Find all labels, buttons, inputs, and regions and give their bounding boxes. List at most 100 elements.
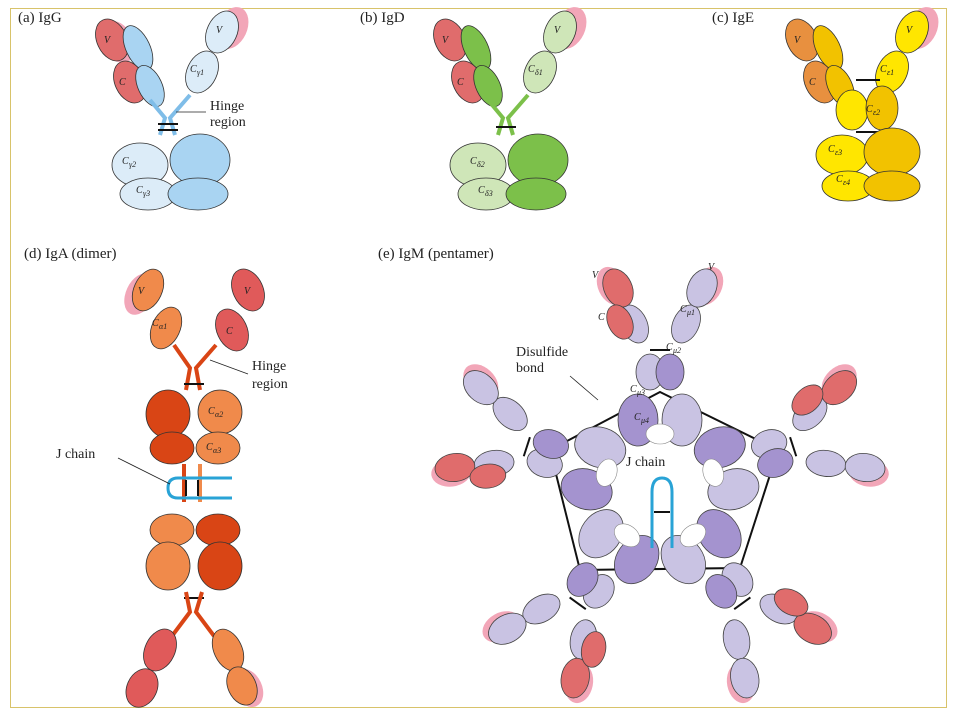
igg-c3-label: C (136, 185, 143, 196)
igm-subunit-5-vl-left (434, 453, 476, 483)
igg-cl-label: C (119, 77, 126, 88)
igm-subunit-5-cmu2-right (532, 429, 569, 459)
igm-subunit-4-cmu3-right (578, 509, 624, 559)
ige-c3-sub: ε3 (835, 148, 842, 157)
igg-panel: (a) IgG V C V C γ1 C γ2 C γ3 Hinge regio… (18, 7, 249, 211)
iga-hinge-label-1: Hinge (252, 359, 286, 374)
igm-subunit-2-cmu1-right (805, 449, 847, 477)
igm-c1-sub: μ1 (686, 308, 695, 317)
iga-bottom-ch3-left (149, 513, 195, 547)
igm-vl-label: V (592, 270, 600, 281)
igm-c2-label: C (666, 342, 673, 353)
iga-c1-sub: α1 (159, 322, 167, 331)
igd-hinge (486, 93, 530, 136)
igm-subunit-4-vl-left (560, 657, 590, 699)
iga-top-ch3-left (149, 431, 195, 465)
ige-c4-sub: ε4 (843, 178, 850, 187)
igm-c3-sub: μ3 (636, 388, 645, 397)
igm-subunit-4-disulfide (569, 596, 587, 610)
igm-cl-label: C (598, 312, 605, 323)
igm-subunit-5-center-gap (595, 458, 618, 487)
iga-jchain-pointer (117, 457, 171, 485)
igd-c3-sub: δ3 (485, 189, 493, 198)
iga-c3-sub: α3 (213, 446, 221, 455)
ige-vl-label: V (794, 35, 802, 46)
igm-subunit-2-vl-left (821, 370, 858, 406)
igm-subunit-5 (431, 364, 627, 511)
igg-c3-sub: γ3 (143, 189, 150, 198)
iga-vh-label: V (138, 286, 146, 297)
igg-vh-label: V (216, 25, 224, 36)
igd-vh-right (543, 10, 577, 54)
igd-c3-label: C (478, 185, 485, 196)
iga-c3-label: C (206, 442, 213, 453)
igm-subunit-2-cmu3-left (693, 426, 746, 469)
igm-subunit-4-cl-left (580, 631, 607, 668)
iga-cl-label: C (226, 326, 233, 337)
ige-ch2-left (835, 89, 869, 131)
igm-subunit-4-cmu2-right (566, 562, 599, 597)
igd-cl-label: C (457, 77, 464, 88)
igm-jchain (650, 476, 674, 548)
igd-vl-label: V (442, 35, 450, 46)
igd-panel: (b) IgD V C V C δ1 C δ2 C δ3 (360, 7, 587, 211)
igm-c1-label: C (680, 304, 687, 315)
igd-c2-sub: δ2 (477, 160, 485, 169)
igm-subunit-3-cmu2-right (705, 574, 738, 609)
ige-c3-label: C (828, 144, 835, 155)
igg-ch1-left (135, 65, 165, 107)
igg-ch1-right (185, 50, 219, 94)
iga-hinge-label-2: region (252, 377, 288, 392)
ige-vh-label: V (906, 25, 914, 36)
igm-c4-sub: μ4 (640, 416, 649, 425)
iga-hinge-pointer (209, 359, 249, 375)
iga-bottom-vh-right (226, 666, 258, 706)
iga-top-ch3-right (195, 431, 241, 465)
igm-subunit-2-vh-right (844, 453, 886, 483)
iga-bottom-hinge (170, 591, 216, 638)
iga-c2-sub: α2 (215, 410, 223, 419)
igm-disulfide-label-1: Disulfide (516, 345, 568, 360)
igm-panel: (e) IgM (pentamer) V C V C μ1 C μ2 C μ3 … (378, 246, 889, 704)
igm-subunit-2-center-gap (702, 458, 725, 487)
igm-subunit-3-cl-left (773, 588, 809, 617)
iga-top-vl-right (231, 268, 265, 312)
igm-subunit-3-cmu3-left (696, 509, 742, 559)
igg-c1-sub: γ1 (197, 68, 204, 77)
igm-subunit-5-cl-left (469, 463, 507, 489)
iga-title: (d) IgA (dimer) (24, 246, 116, 262)
igg-title: (a) IgG (18, 10, 62, 26)
igm-subunit-5-vh-right (462, 370, 499, 406)
igm-disulfide-pointer (569, 375, 599, 401)
igm-jchain-label: J chain (626, 455, 665, 470)
igm-disulfide-label-2: bond (516, 361, 544, 376)
iga-panel: (d) IgA (dimer) V V C C α (24, 246, 288, 708)
igm-subunit-3 (660, 509, 838, 704)
igg-c1-label: C (190, 64, 197, 75)
igd-c1-sub: δ1 (535, 68, 543, 77)
igm-vh-label: V (708, 262, 716, 273)
igm-subunit-3-disulfide (733, 596, 751, 610)
iga-jchain-label: J chain (56, 447, 95, 462)
iga-c1-label: C (152, 318, 159, 329)
ige-c2-sub: ε2 (873, 108, 880, 117)
igm-subunits (431, 266, 889, 704)
ige-vh-right (895, 10, 929, 54)
igm-subunit-1-vh-right (686, 268, 718, 308)
igm-subunit-3-center-gap (679, 523, 706, 548)
igg-hinge-label-1: Hinge (210, 99, 244, 114)
iga-vl-label: V (244, 286, 252, 297)
igm-subunit-3-vh-right (730, 657, 760, 699)
iga-top-ch1-left (149, 306, 183, 350)
ige-ch3-right (863, 127, 921, 177)
igm-subunit-2-cl-left (791, 384, 824, 416)
igm-subunit-4-vh-right (488, 612, 527, 645)
iga-top-vh-left (131, 268, 165, 312)
iga-top-cl-right (215, 308, 249, 352)
igm-subunit-1-cmu2-right (655, 353, 685, 391)
igm-subunit-1-center-gap (645, 423, 675, 445)
igm-c4-label: C (634, 412, 641, 423)
igg-c2-sub: γ2 (129, 160, 136, 169)
igm-subunit-2-disulfide (789, 436, 798, 457)
